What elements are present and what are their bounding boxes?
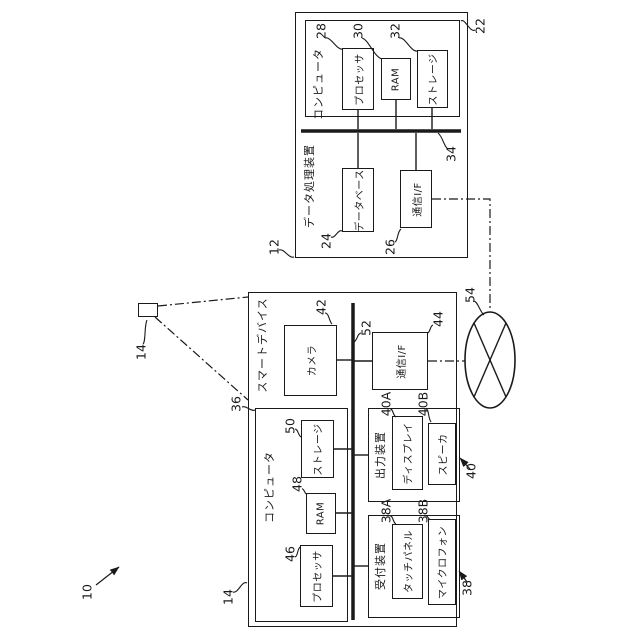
dpd-database-box: データベース bbox=[342, 168, 374, 232]
network-links bbox=[154, 198, 491, 401]
sd-computer-box bbox=[255, 408, 348, 622]
sd-processor-box: プロセッサ bbox=[300, 545, 333, 607]
sd-comm-if-box: 通信I/F bbox=[372, 332, 428, 390]
smart-device-label: スマートデバイス bbox=[256, 297, 269, 393]
ref-40A: 40A bbox=[378, 391, 394, 417]
sd-comm-if-label: 通信I/F bbox=[396, 343, 408, 379]
sd-input-device-box bbox=[368, 515, 460, 618]
sd-storage-label: ストレージ bbox=[314, 422, 325, 476]
sd-processor-label: プロセッサ bbox=[313, 549, 324, 603]
ref-28: 28 bbox=[313, 23, 329, 39]
smart-device-icon bbox=[138, 303, 158, 317]
sd-microphone-label: マイクロフォン bbox=[438, 525, 450, 599]
ref-34: 34 bbox=[443, 146, 459, 162]
dpd-computer-box bbox=[305, 20, 460, 117]
ref-26: 26 bbox=[382, 239, 398, 255]
sd-output-device-box bbox=[368, 408, 460, 502]
ref-48: 48 bbox=[289, 476, 305, 492]
reference-arrows bbox=[95, 457, 471, 586]
ref-54: 54 bbox=[462, 287, 478, 303]
ref-10: 10 bbox=[79, 584, 95, 600]
ref-50: 50 bbox=[282, 418, 298, 434]
dpd-storage-box: ストレージ bbox=[417, 50, 448, 108]
smart-device-box bbox=[248, 292, 457, 627]
sd-speaker-label: スピーカ bbox=[438, 433, 450, 475]
sd-output-device-label: 出力装置 bbox=[374, 431, 387, 479]
dpd-computer-label: コンピュータ bbox=[312, 48, 325, 120]
sd-storage-box: ストレージ bbox=[301, 420, 334, 478]
sd-speaker-box: スピーカ bbox=[428, 423, 456, 485]
sd-touch-panel-label: タッチパネル bbox=[404, 530, 415, 593]
ref-44: 44 bbox=[430, 311, 446, 327]
sd-camera-box: カメラ bbox=[284, 325, 337, 396]
ref-38: 38 bbox=[459, 580, 475, 596]
sd-display-box: ディスプレイ bbox=[392, 416, 423, 490]
ref-36: 36 bbox=[228, 396, 244, 412]
ref-38B: 38B bbox=[415, 498, 431, 524]
data-processing-device-box bbox=[295, 12, 468, 258]
sd-connectors bbox=[333, 359, 372, 577]
dpd-comm-if-box: 通信I/F bbox=[400, 170, 432, 228]
dpd-processor-label: プロセッサ bbox=[354, 52, 366, 106]
network-symbol bbox=[464, 311, 516, 409]
dpd-connectors bbox=[357, 100, 433, 170]
sd-microphone-box: マイクロフォン bbox=[428, 519, 456, 605]
sd-ram-box: RAM bbox=[306, 493, 336, 534]
ref-14-icon: 14 bbox=[133, 344, 149, 360]
ref-14: 14 bbox=[220, 589, 236, 605]
dpd-comm-if-label: 通信I/F bbox=[412, 181, 424, 217]
ref-30: 30 bbox=[350, 23, 366, 39]
ref-40: 40 bbox=[463, 463, 479, 479]
ref-46: 46 bbox=[282, 546, 298, 562]
ref-32: 32 bbox=[387, 23, 403, 39]
dpd-ram-box: RAM bbox=[381, 58, 411, 100]
ref-38A: 38A bbox=[378, 498, 394, 524]
sd-display-label: ディスプレイ bbox=[404, 421, 415, 485]
sd-touch-panel-box: タッチパネル bbox=[392, 524, 423, 599]
sd-camera-label: カメラ bbox=[307, 344, 318, 377]
ref-22: 22 bbox=[472, 18, 488, 34]
dpd-processor-box: プロセッサ bbox=[342, 48, 374, 110]
dpd-database-label: データベース bbox=[354, 168, 366, 232]
ref-52: 52 bbox=[358, 320, 374, 336]
data-processing-device-label: データ処理装置 bbox=[303, 144, 316, 228]
dpd-ram-label: RAM bbox=[390, 67, 402, 91]
ref-42: 42 bbox=[313, 299, 329, 315]
ref-12: 12 bbox=[266, 239, 282, 255]
ref-24: 24 bbox=[318, 233, 334, 249]
dpd-storage-label: ストレージ bbox=[429, 52, 440, 106]
sd-computer-label: コンピュータ bbox=[263, 451, 276, 523]
sd-ram-label: RAM bbox=[315, 501, 327, 526]
sd-input-device-label: 受付装置 bbox=[374, 542, 387, 590]
ref-40B: 40B bbox=[415, 391, 431, 417]
